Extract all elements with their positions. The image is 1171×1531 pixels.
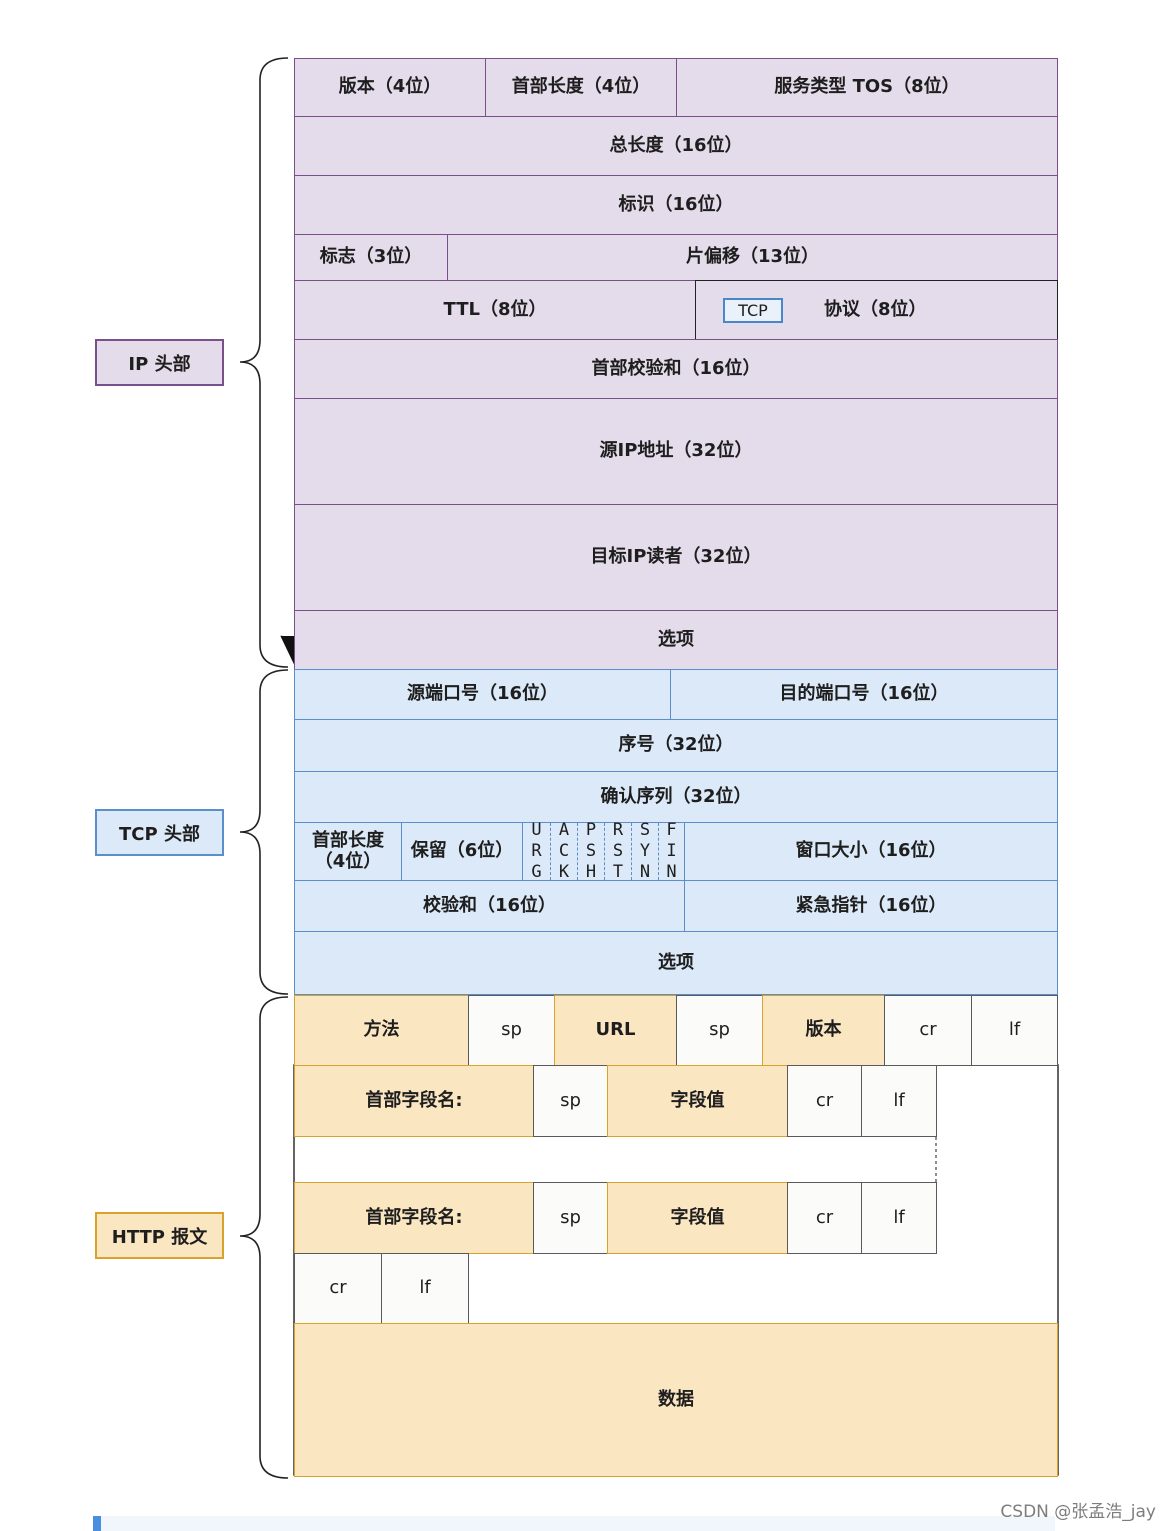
tcp-reserved: 保留（6位） — [401, 822, 523, 881]
ip-options: 选项 — [294, 610, 1058, 670]
http-lf-2: lf — [861, 1065, 937, 1137]
http-cr-2: cr — [787, 1065, 862, 1137]
ip-destination-address: 目标IP读者（32位） — [294, 504, 1058, 611]
http-header-name-2: 首部字段名: — [294, 1182, 534, 1254]
http-url: URL — [554, 995, 677, 1066]
http-method: 方法 — [294, 995, 469, 1066]
tcp-checksum: 校验和（16位） — [294, 880, 685, 932]
tcp-destination-port: 目的端口号（16位） — [670, 669, 1058, 720]
http-sp-3: sp — [533, 1065, 608, 1137]
http-sp-4: sp — [533, 1182, 608, 1254]
ip-source-address: 源IP地址（32位） — [294, 398, 1058, 505]
http-header-name-1: 首部字段名: — [294, 1065, 534, 1137]
http-lf-4: lf — [381, 1253, 469, 1324]
ip-header-label: IP 头部 — [95, 339, 224, 386]
footer-bar-accent — [93, 1516, 101, 1531]
http-cr-3: cr — [787, 1182, 862, 1254]
ip-checksum: 首部校验和（16位） — [294, 339, 1058, 399]
ip-identification: 标识（16位） — [294, 175, 1058, 235]
http-sp-2: sp — [676, 995, 763, 1066]
tcp-urgent-pointer: 紧急指针（16位） — [684, 880, 1058, 932]
tcp-window-size: 窗口大小（16位） — [684, 822, 1058, 881]
tcp-header-length: 首部长度（4位） — [294, 822, 402, 881]
tcp-sequence-number: 序号（32位） — [294, 719, 1058, 772]
http-sp-1: sp — [468, 995, 555, 1066]
ip-fragment-offset: 片偏移（13位） — [447, 234, 1058, 281]
http-lf-3: lf — [861, 1182, 937, 1254]
http-cr-1: cr — [884, 995, 972, 1066]
tcp-source-port: 源端口号（16位） — [294, 669, 671, 720]
tcp-options: 选项 — [294, 931, 1058, 995]
ip-ttl: TTL（8位） — [294, 280, 696, 340]
http-bracket — [239, 996, 289, 1479]
ip-version: 版本（4位） — [294, 58, 486, 117]
http-message-label: HTTP 报文 — [95, 1212, 224, 1259]
http-data: 数据 — [294, 1323, 1058, 1477]
ip-bracket — [239, 57, 289, 668]
tcp-ack-number: 确认序列（32位） — [294, 771, 1058, 823]
watermark: CSDN @张孟浩_jay — [1000, 1502, 1156, 1522]
ip-flags: 标志（3位） — [294, 234, 448, 281]
http-header-value-2: 字段值 — [607, 1182, 788, 1254]
ip-protocol-text: 协议（8位） — [824, 298, 927, 320]
tcp-header-label: TCP 头部 — [95, 809, 224, 856]
ip-total-length: 总长度（16位） — [294, 116, 1058, 176]
http-lf-1: lf — [971, 995, 1058, 1066]
tcp-bracket — [239, 669, 289, 995]
http-version: 版本 — [762, 995, 885, 1066]
tcp-protocol-tag: TCP — [723, 298, 783, 323]
footer-bar — [95, 1516, 1055, 1531]
ip-tos: 服务类型 TOS（8位） — [676, 58, 1058, 117]
http-cr-4: cr — [294, 1253, 382, 1324]
ip-header-length: 首部长度（4位） — [485, 58, 677, 117]
http-header-value-1: 字段值 — [607, 1065, 788, 1137]
